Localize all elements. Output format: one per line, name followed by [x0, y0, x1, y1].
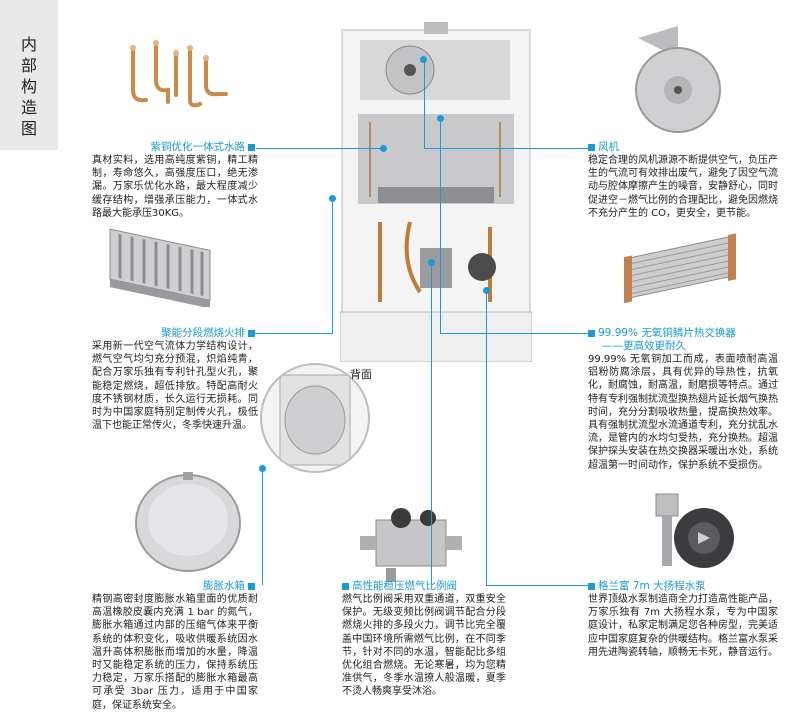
- connector-pump-v: [486, 290, 487, 585]
- exchanger-text: 99.99% 无氧铜加工而成，表面喷耐高温铝粉防腐涂层，具有优异的导热性，抗氧化…: [588, 354, 778, 471]
- tank-text: 精钢高密封度膨胀水箱里面的优质耐高温橡胶皮囊内充满 1 bar 的氮气，膨胀水箱…: [92, 594, 258, 711]
- burner-text: 采用新一代空气流体力学结构设计，燃气空气均匀充分预混，炽焰纯青，配合万家乐独有专…: [92, 341, 258, 432]
- copper-text: 真材实料，选用高纯度紫铜，精工精制，寿命悠久，高强度压口，绝无渗漏。万家乐优化水…: [92, 155, 258, 219]
- connector-exchanger-v: [440, 118, 441, 333]
- connector-fan-v: [424, 60, 425, 148]
- tank-heading: 膨胀水箱: [92, 580, 258, 593]
- expansion-tank-image: [135, 472, 241, 572]
- sidebar-panel: 内部构造图: [0, 0, 58, 150]
- connector-copper-h: [256, 148, 384, 149]
- burner-heading: 聚能分段燃烧火排: [92, 327, 258, 340]
- connector-burner-dot: [329, 195, 336, 202]
- exchanger-title: 99.99% 无氧铜鳞片热交换器: [598, 327, 736, 339]
- connector-valve-v: [431, 262, 432, 584]
- fan-heading: 风机: [588, 141, 778, 154]
- gas-valve-image: [360, 508, 462, 582]
- burner-title: 聚能分段燃烧火排: [161, 327, 245, 339]
- pump-text: 世界顶级水泵制造商全力打造高性能产品，万家乐独有 7m 大扬程水泵，专为中国家庭…: [588, 594, 778, 658]
- valve-text: 燃气比例阀采用双重通道，双重安全保护。无级变频比例阀调节配合分段燃烧火排的多段火…: [342, 594, 506, 698]
- water-pump-image: [655, 493, 734, 568]
- connector-pump-h: [486, 585, 592, 586]
- connector-burner-v: [332, 198, 333, 334]
- boiler-main-image: [340, 22, 532, 362]
- section-burner: 聚能分段燃烧火排 采用新一代空气流体力学结构设计，燃气空气均匀充分预混，炽焰纯青…: [92, 327, 258, 432]
- square-icon: [248, 329, 255, 337]
- connector-tank-v: [262, 468, 263, 585]
- pump-title: 格兰富 7m 大扬程水泵: [598, 580, 706, 592]
- section-exchanger: 99.99% 无氧铜鳞片热交换器 ——更高效更耐久 99.99% 无氧铜加工而成…: [588, 327, 778, 472]
- square-icon: [588, 143, 595, 151]
- square-icon: [588, 329, 595, 337]
- copper-pipes-image: [130, 40, 228, 108]
- tank-title: 膨胀水箱: [203, 580, 245, 592]
- connector-exchanger-dot: [437, 115, 444, 122]
- valve-heading: 高性能稳压燃气比例阀: [342, 580, 506, 593]
- square-icon: [342, 582, 349, 590]
- connector-tank-dot: [259, 465, 266, 472]
- back-label: 背面: [350, 368, 372, 381]
- connector-copper-dot: [380, 145, 387, 152]
- section-copper: 紫铜优化一体式水路 真材实料，选用高纯度紫铜，精工精制，寿命悠久，高强度压口，绝…: [92, 141, 258, 220]
- pump-heading: 格兰富 7m 大扬程水泵: [588, 580, 778, 593]
- square-icon: [588, 582, 595, 590]
- section-valve: 高性能稳压燃气比例阀 燃气比例阀采用双重通道，双重安全保护。无级变频比例阀调节配…: [342, 580, 506, 699]
- connector-pump-dot: [483, 287, 490, 294]
- exchanger-subtitle: ——更高效更耐久: [602, 340, 686, 352]
- heat-exchanger-image: [624, 233, 736, 304]
- connector-fan-h: [424, 148, 592, 149]
- back-view-circle: [260, 363, 370, 473]
- fan-text: 稳定合理的风机源源不断提供空气，负压产生的气流可有效排出废气，避免了因空气流动与…: [588, 155, 778, 219]
- exchanger-heading: 99.99% 无氧铜鳞片热交换器: [588, 327, 778, 340]
- section-tank: 膨胀水箱 精钢高密封度膨胀水箱里面的优质耐高温橡胶皮囊内充满 1 bar 的氮气…: [92, 580, 258, 712]
- square-icon: [248, 143, 255, 151]
- valve-title: 高性能稳压燃气比例阀: [352, 580, 457, 592]
- copper-title: 紫铜优化一体式水路: [150, 141, 246, 153]
- connector-valve-dot: [428, 259, 435, 266]
- copper-heading: 紫铜优化一体式水路: [92, 141, 258, 154]
- section-pump: 格兰富 7m 大扬程水泵 世界顶级水泵制造商全力打造高性能产品，万家乐独有 7m…: [588, 580, 778, 659]
- burner-image: [109, 228, 211, 307]
- fan-image: [635, 26, 721, 133]
- connector-exchanger-h: [440, 333, 592, 334]
- connector-fan-dot: [420, 56, 427, 63]
- back-tank-image: [279, 374, 351, 466]
- connector-burner-h: [252, 333, 332, 334]
- section-fan: 风机 稳定合理的风机源源不断提供空气，负压产生的气流可有效排出废气，避免了因空气…: [588, 141, 778, 220]
- sidebar-title: 内部构造图: [20, 35, 37, 138]
- square-icon: [248, 582, 255, 590]
- fan-title: 风机: [598, 141, 619, 153]
